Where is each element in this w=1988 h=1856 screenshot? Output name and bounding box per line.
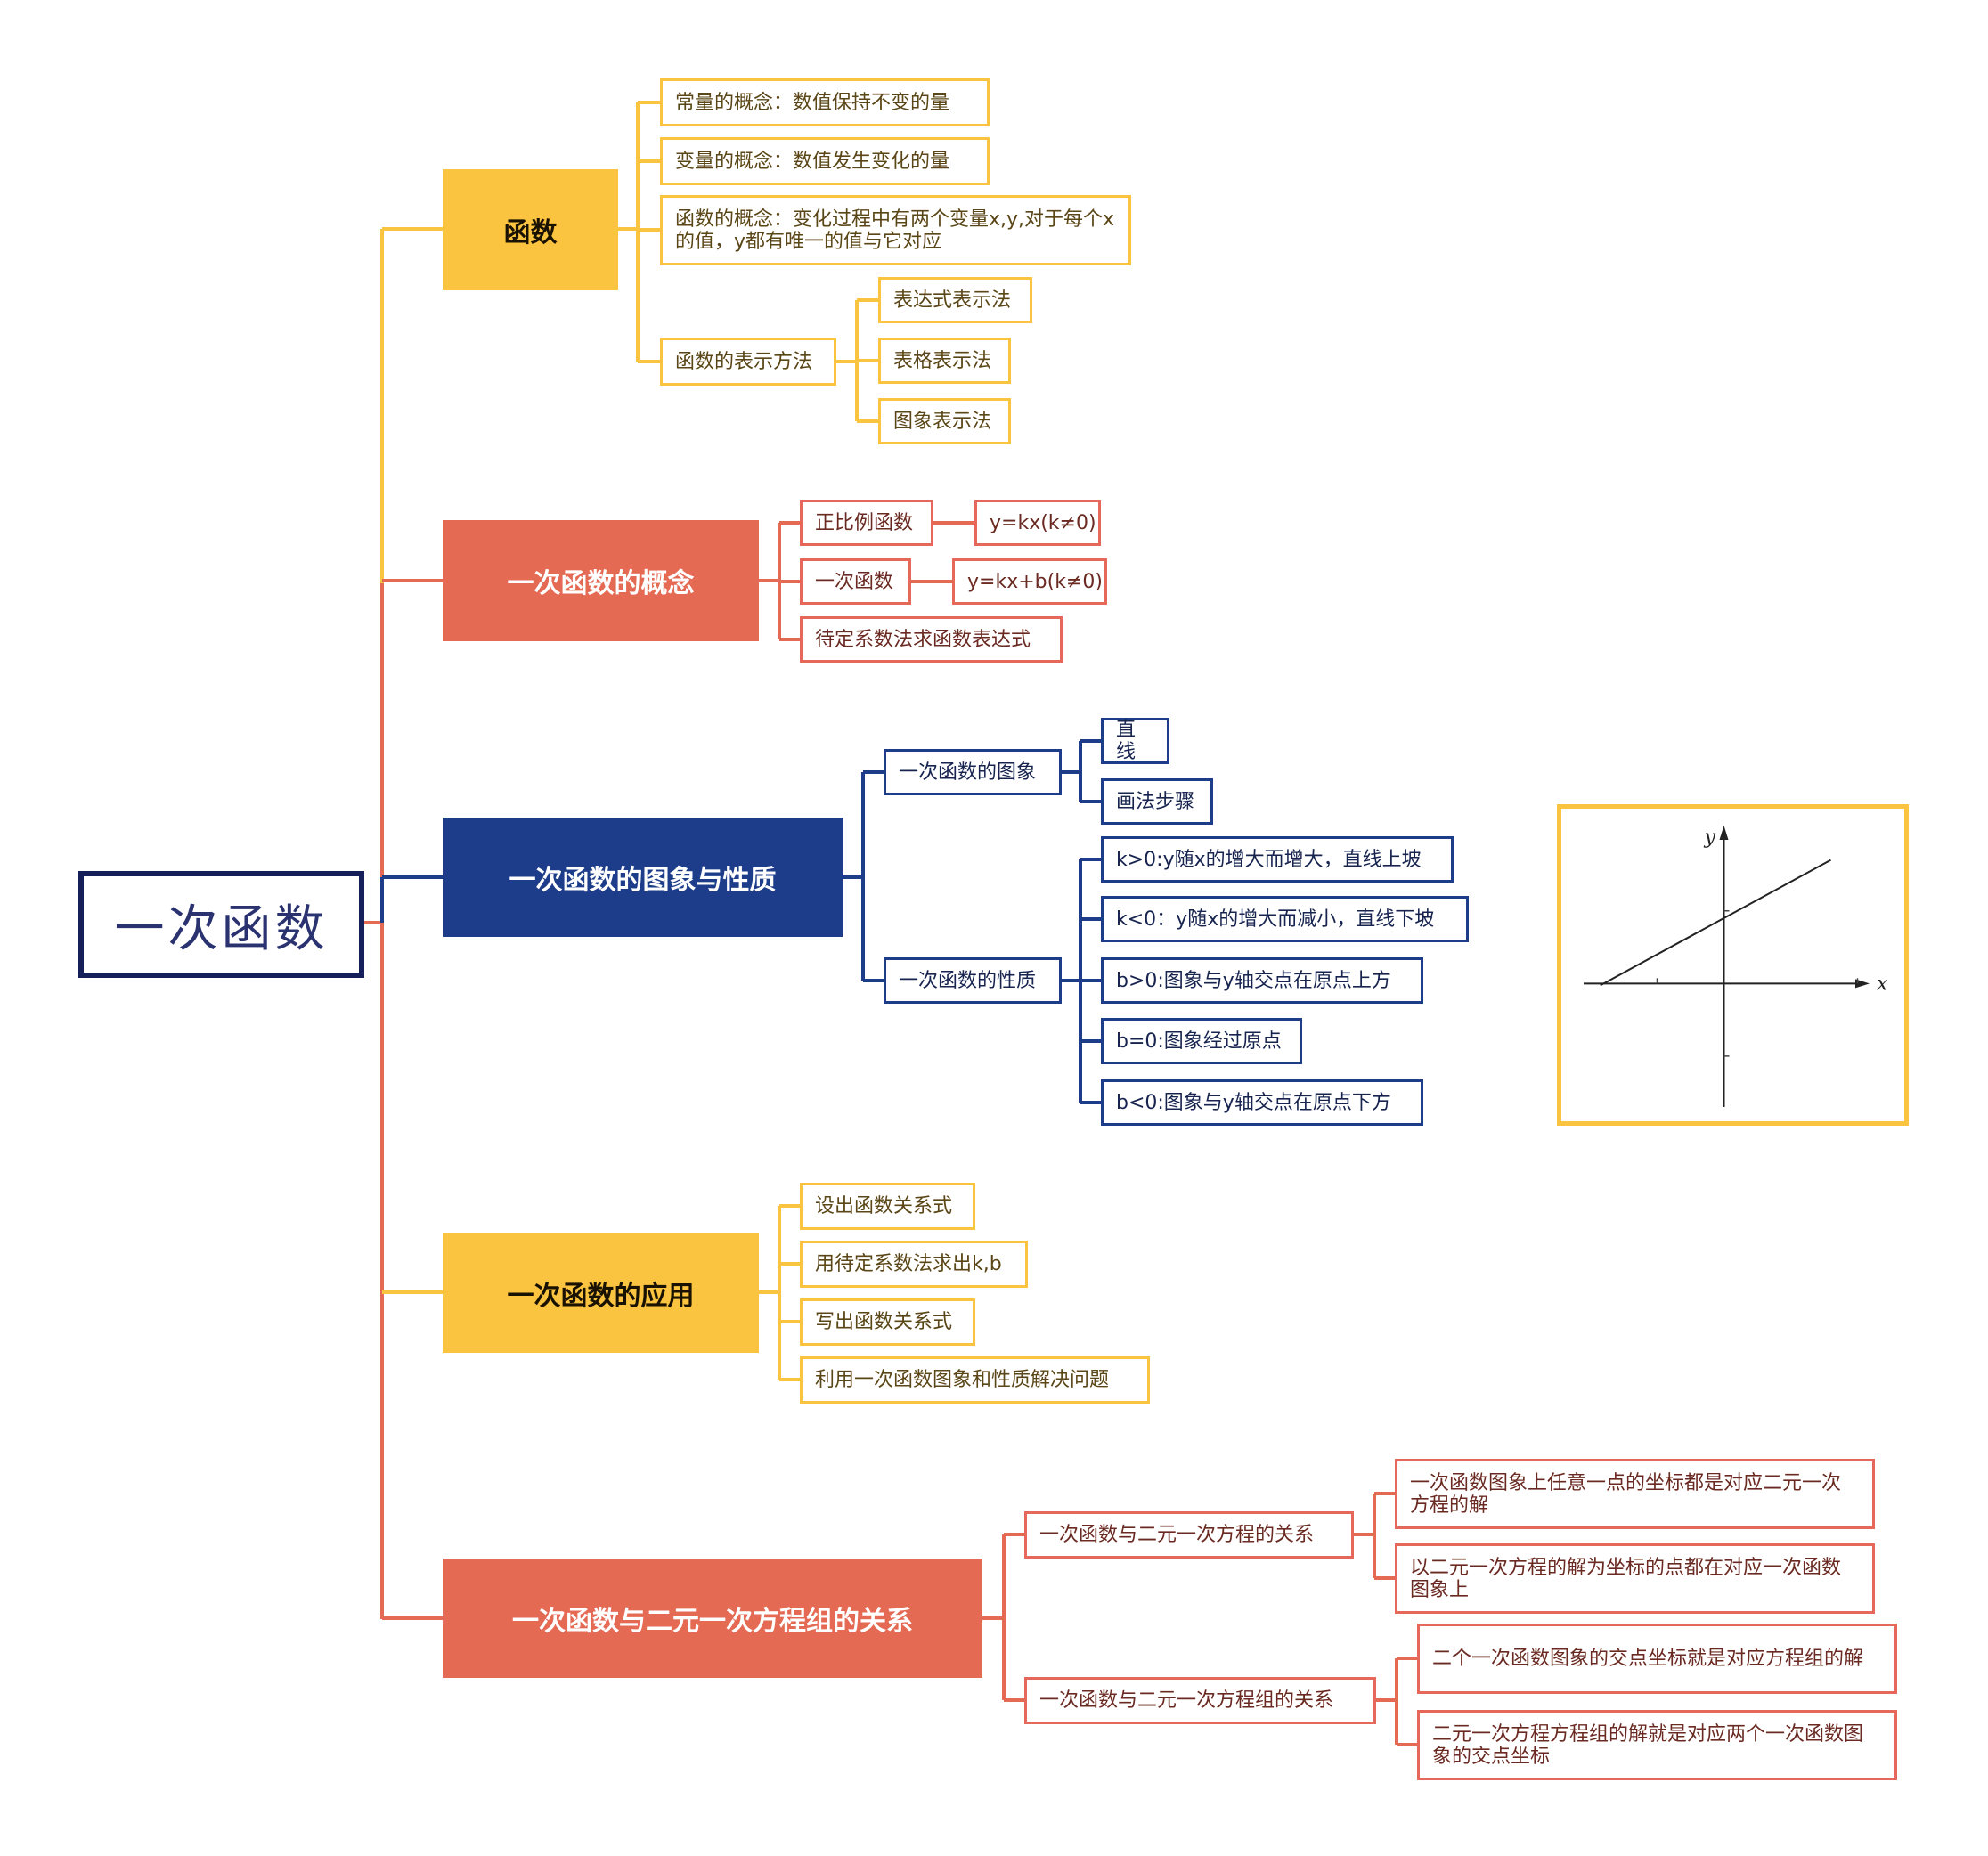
leaf-undetermined-coefficients[interactable]: 待定系数法求函数表达式	[800, 616, 1063, 663]
leaf-text: 以二元一次方程的解为坐标的点都在对应一次函数图象上	[1410, 1556, 1842, 1601]
leaf-b-zero[interactable]: b=0:图象经过原点	[1101, 1018, 1302, 1064]
root-label: 一次函数	[114, 900, 329, 958]
leaf-write-relation[interactable]: 写出函数关系式	[800, 1298, 975, 1346]
leaf-text: 表格表示法	[893, 349, 992, 372]
leaf-text: 利用一次函数图象和性质解决问题	[815, 1369, 1110, 1391]
branch-function[interactable]: 函数	[443, 169, 618, 290]
leaf-solve-kb[interactable]: 用待定系数法求出k,b	[800, 1241, 1028, 1288]
leaf-text: 一次函数	[815, 570, 894, 593]
leaf-text: y=kx(k≠0)	[990, 511, 1096, 534]
leaf-equation-relation[interactable]: 一次函数与二元一次方程的关系	[1024, 1511, 1354, 1559]
leaf-text: k<0：y随x的增大而减小，直线下坡	[1116, 908, 1435, 931]
root-node[interactable]: 一次函数	[78, 871, 364, 978]
leaf-system-relation[interactable]: 一次函数与二元一次方程组的关系	[1024, 1677, 1376, 1724]
leaf-text: 图象表示法	[893, 410, 992, 433]
leaf-text: 直线	[1116, 719, 1137, 763]
leaf-function-graph[interactable]: 一次函数的图象	[884, 749, 1062, 795]
x-axis-arrow-icon	[1855, 979, 1870, 989]
leaf-direct-proportion-formula[interactable]: y=kx(k≠0)	[974, 500, 1101, 546]
leaf-direct-proportion[interactable]: 正比例函数	[800, 500, 933, 546]
branch-label: 一次函数与二元一次方程组的关系	[512, 1606, 913, 1637]
branch-label: 函数	[503, 217, 558, 248]
leaf-text: 表达式表示法	[893, 289, 1012, 312]
leaf-text: 常量的概念：数值保持不变的量	[675, 91, 950, 114]
leaf-text: 一次函数的性质	[899, 969, 1037, 992]
leaf-intersection-is-solution[interactable]: 二个一次函数图象的交点坐标就是对应方程组的解	[1417, 1624, 1897, 1694]
branch-label: 一次函数的概念	[507, 568, 695, 599]
leaf-solution-is-intersection[interactable]: 二元一次方程方程组的解就是对应两个一次函数图象的交点坐标	[1417, 1710, 1897, 1780]
branch-application[interactable]: 一次函数的应用	[443, 1233, 759, 1353]
leaf-b-negative[interactable]: b<0:图象与y轴交点在原点下方	[1101, 1079, 1423, 1126]
leaf-table-method[interactable]: 表格表示法	[878, 338, 1011, 384]
leaf-text: b<0:图象与y轴交点在原点下方	[1116, 1091, 1391, 1114]
leaf-text: 一次函数图象上任意一点的坐标都是对应二元一次方程的解	[1410, 1471, 1842, 1517]
leaf-set-relation[interactable]: 设出函数关系式	[800, 1183, 975, 1230]
leaf-function-concept[interactable]: 函数的概念：变化过程中有两个变量x,y,对于每个x的值，y都有唯一的值与它对应	[660, 195, 1131, 265]
leaf-text: b>0:图象与y轴交点在原点上方	[1116, 969, 1391, 992]
leaf-b-positive[interactable]: b>0:图象与y轴交点在原点上方	[1101, 957, 1423, 1004]
branch-graph-properties[interactable]: 一次函数的图象与性质	[443, 818, 843, 937]
leaf-text: 待定系数法求函数表达式	[815, 628, 1031, 651]
leaf-variable-concept[interactable]: 变量的概念：数值发生变化的量	[660, 137, 990, 185]
leaf-text: 一次函数与二元一次方程组的关系	[1039, 1689, 1334, 1712]
branch-label: 一次函数的应用	[507, 1280, 695, 1312]
leaf-text: 二元一次方程方程组的解就是对应两个一次函数图象的交点坐标	[1432, 1722, 1864, 1768]
leaf-linear-function[interactable]: 一次函数	[800, 558, 911, 605]
leaf-text: 变量的概念：数值发生变化的量	[675, 150, 950, 173]
leaf-text: 一次函数与二元一次方程的关系	[1039, 1524, 1315, 1546]
leaf-text: b=0:图象经过原点	[1116, 1030, 1282, 1053]
y-axis-arrow-icon	[1719, 826, 1729, 840]
leaf-linear-function-formula[interactable]: y=kx+b(k≠0)	[952, 558, 1107, 605]
leaf-representation[interactable]: 函数的表示方法	[660, 338, 836, 386]
leaf-text: 用待定系数法求出k,b	[815, 1253, 1002, 1275]
leaf-drawing-steps[interactable]: 画法步骤	[1101, 778, 1213, 825]
linear-function-graph: x y	[1557, 804, 1909, 1126]
leaf-function-properties[interactable]: 一次函数的性质	[884, 957, 1062, 1004]
leaf-text: 二个一次函数图象的交点坐标就是对应方程组的解	[1432, 1648, 1864, 1670]
leaf-k-positive[interactable]: k>0:y随x的增大而增大，直线上坡	[1101, 836, 1454, 883]
leaf-point-is-solution[interactable]: 一次函数图象上任意一点的坐标都是对应二元一次方程的解	[1395, 1459, 1875, 1529]
leaf-text: 设出函数关系式	[815, 1195, 953, 1217]
leaf-graph-method[interactable]: 图象表示法	[878, 398, 1011, 444]
leaf-solve-problems[interactable]: 利用一次函数图象和性质解决问题	[800, 1356, 1150, 1404]
leaf-k-negative[interactable]: k<0：y随x的增大而减小，直线下坡	[1101, 896, 1469, 942]
leaf-expression-method[interactable]: 表达式表示法	[878, 277, 1032, 323]
branch-equation-relation[interactable]: 一次函数与二元一次方程组的关系	[443, 1559, 982, 1678]
leaf-text: k>0:y随x的增大而增大，直线上坡	[1116, 848, 1422, 871]
function-line	[1600, 859, 1831, 987]
leaf-text: 函数的表示方法	[675, 350, 813, 373]
leaf-straight-line[interactable]: 直线	[1101, 718, 1169, 764]
branch-label: 一次函数的图象与性质	[509, 865, 777, 896]
leaf-text: 画法步骤	[1116, 790, 1195, 813]
branch-concept[interactable]: 一次函数的概念	[443, 520, 759, 641]
x-axis-label: x	[1877, 973, 1888, 995]
y-axis-label: y	[1704, 826, 1716, 849]
leaf-text: 函数的概念：变化过程中有两个变量x,y,对于每个x的值，y都有唯一的值与它对应	[675, 208, 1115, 253]
leaf-text: y=kx+b(k≠0)	[967, 570, 1103, 593]
leaf-solution-on-graph[interactable]: 以二元一次方程的解为坐标的点都在对应一次函数图象上	[1395, 1543, 1875, 1614]
leaf-text: 一次函数的图象	[899, 761, 1037, 784]
leaf-text: 正比例函数	[815, 511, 914, 534]
leaf-constant-concept[interactable]: 常量的概念：数值保持不变的量	[660, 78, 990, 126]
leaf-text: 写出函数关系式	[815, 1311, 953, 1333]
